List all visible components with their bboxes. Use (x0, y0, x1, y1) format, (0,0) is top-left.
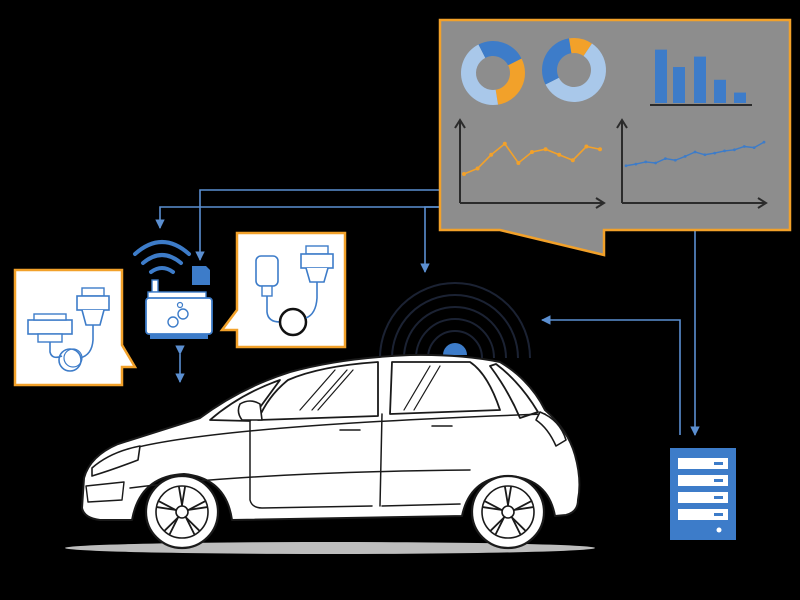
line-chart-point (752, 146, 756, 150)
donut-chart-icon-1 (460, 40, 525, 105)
car-front-side-window (257, 361, 379, 421)
connector-server-to-antenna (541, 315, 681, 435)
connector-dashboard-to-left-device (155, 206, 440, 229)
donut2-slice (568, 38, 592, 56)
line-chart-point (624, 164, 628, 168)
analytics-dashboard-icon (438, 18, 792, 257)
car-rear-wheel (470, 474, 546, 550)
obd-connector-icon-left (13, 268, 138, 387)
bar-chart-bar (655, 49, 667, 103)
bar-chart-bar (694, 56, 706, 103)
line-chart-point (543, 147, 548, 152)
car-rear-side-window (389, 361, 501, 415)
line-chart-point (570, 158, 575, 163)
line-chart-point (723, 149, 726, 153)
line-chart-point (762, 140, 766, 144)
donut1-slice (495, 58, 525, 105)
line-chart-point (654, 161, 657, 165)
cable-coil (278, 307, 308, 337)
car-grille (85, 481, 125, 503)
line-chart-point (733, 148, 736, 152)
line-chart-point (502, 141, 507, 146)
car-side-mirror (237, 400, 263, 421)
line-chart-point (462, 172, 466, 176)
line-chart-icon-2 (616, 118, 768, 209)
antenna-dome (443, 343, 467, 355)
bar-chart-icon (655, 49, 746, 103)
car-front-wheel (144, 474, 220, 550)
bar-chart-bar (714, 79, 726, 103)
sim-card-icon (192, 266, 210, 285)
line-chart-point (683, 155, 687, 158)
line-chart-point (530, 150, 534, 154)
line-chart-point (673, 158, 677, 162)
line-chart-point (742, 145, 746, 148)
telematics-device-icon (133, 240, 213, 339)
connector-dashboard-to-antenna (420, 206, 440, 273)
server-rack-icon (670, 448, 736, 540)
line-chart-point (489, 152, 494, 157)
line-chart-point (584, 144, 589, 149)
line-chart-point (664, 157, 667, 161)
line-chart-point (475, 166, 480, 171)
bar-chart-bar (673, 67, 685, 103)
donut-chart-icon-2 (542, 38, 606, 102)
wifi-icon (133, 240, 191, 274)
line-chart-point (634, 162, 638, 166)
obd-connector-icon-center (219, 231, 347, 349)
donut1-slice (478, 40, 522, 66)
donut1-slice (460, 44, 499, 105)
car-headlight (91, 445, 141, 477)
line-chart-point (516, 161, 521, 165)
signal-broadcast-icon (379, 282, 531, 359)
connector-dashboard-to-telematics (195, 189, 440, 261)
donut2-slice (545, 43, 606, 102)
line-chart-point (693, 150, 697, 154)
car-windshield (209, 379, 281, 422)
line-chart-point (644, 160, 648, 164)
bar-chart-bar (734, 92, 746, 103)
donut2-slice (542, 38, 572, 85)
line-chart-icon-1 (454, 118, 606, 209)
line-chart-point (703, 153, 707, 157)
line-chart-point (557, 152, 562, 157)
car-tail-light (535, 411, 567, 447)
hatchback-car-icon (65, 353, 595, 554)
line-chart-point (598, 147, 602, 152)
line-chart-point (713, 151, 717, 155)
